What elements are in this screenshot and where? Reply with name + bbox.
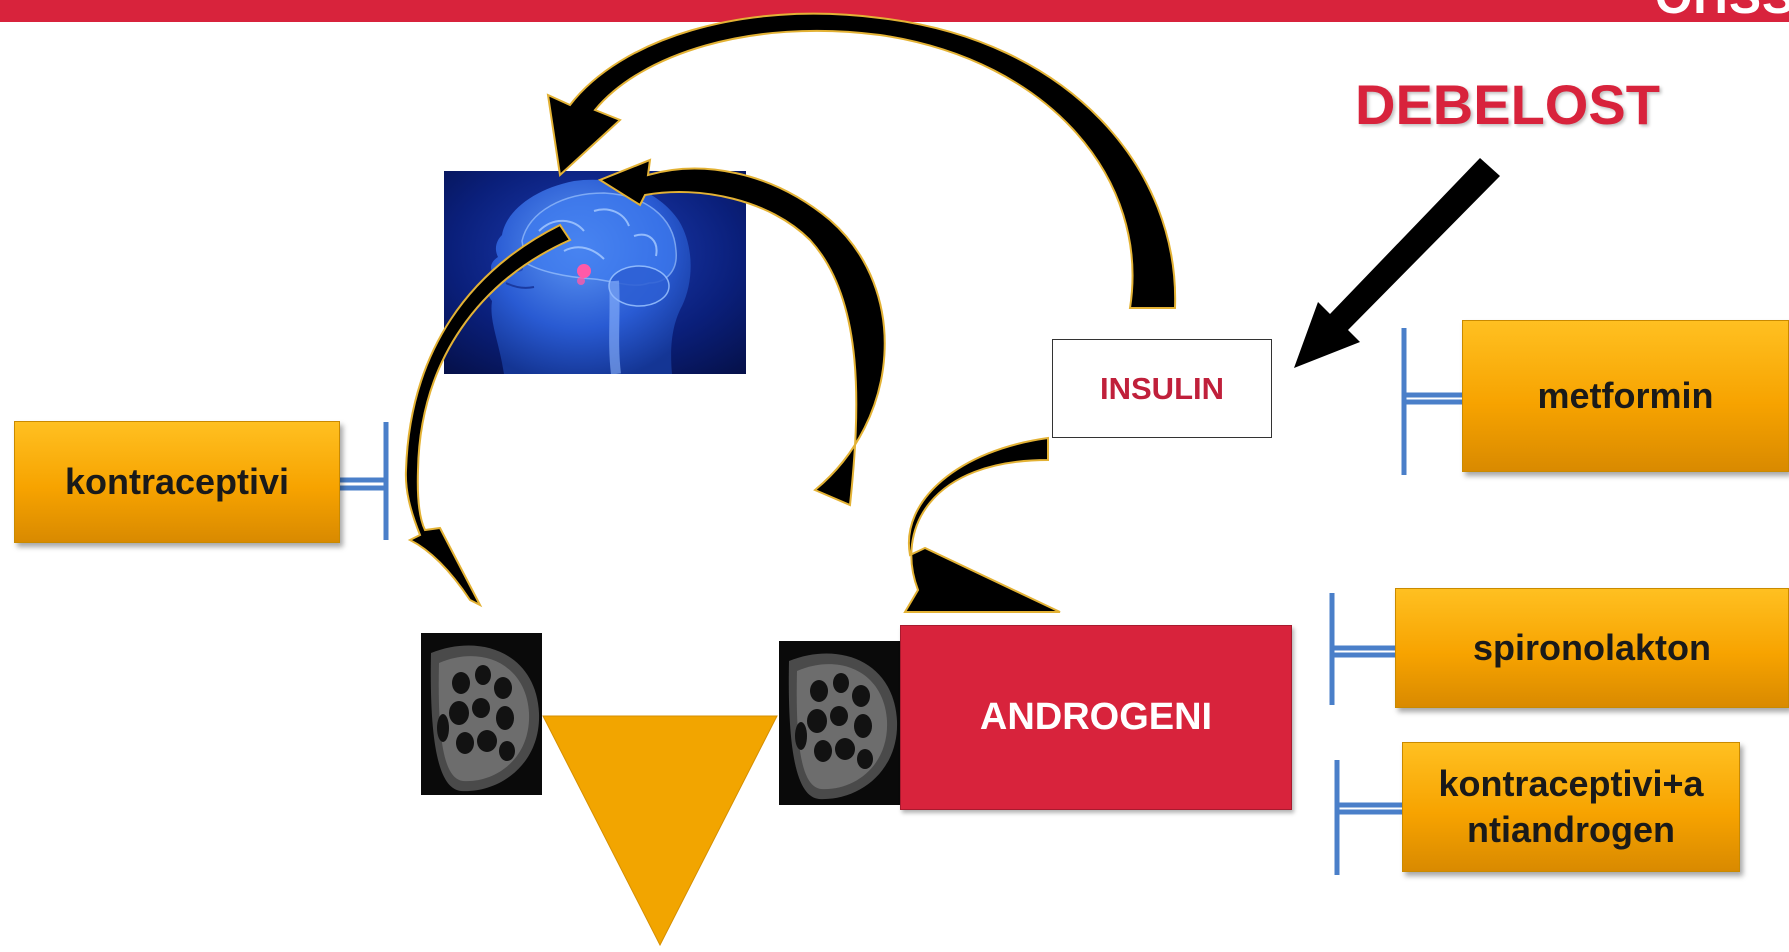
arrow-brain-to-left-ovary — [404, 223, 572, 608]
ovary-ultrasound-left — [421, 633, 542, 795]
spironolakton-box: spironolakton — [1395, 588, 1789, 708]
kontraceptivi-box: kontraceptivi — [14, 421, 340, 543]
arrow-insulin-to-androgeni — [903, 436, 1061, 613]
debelost-label: DEBELOST — [1355, 73, 1660, 136]
ovary-ultrasound-right — [779, 641, 900, 805]
metformin-box: metformin — [1462, 320, 1789, 472]
arrow-insulin-to-brain — [546, 12, 1177, 309]
spironolakton-label: spironolakton — [1472, 627, 1711, 668]
kontraceptivi-antiandrogen-box: kontraceptivi+a ntiandrogen — [1402, 742, 1740, 872]
arrow-ovary-to-brain — [597, 158, 886, 507]
arrow-debelost-to-insulin — [1294, 158, 1500, 368]
brain-image — [444, 171, 746, 374]
insulin-box: INSULIN — [1052, 339, 1272, 438]
kontraceptivi-antiandrogen-line2: ntiandrogen — [1467, 809, 1675, 850]
kontraceptivi-antiandrogen-line1: kontraceptivi+a — [1438, 763, 1704, 804]
metformin-label: metformin — [1537, 375, 1714, 416]
kontraceptivi-label: kontraceptivi — [64, 461, 290, 502]
top-bar: OHSS — [0, 0, 1789, 22]
corner-title: OHSS — [1655, 0, 1789, 22]
down-triangle — [542, 715, 778, 947]
androgeni-box: ANDROGENI — [900, 625, 1292, 810]
inhibitor-lines — [340, 328, 1462, 875]
